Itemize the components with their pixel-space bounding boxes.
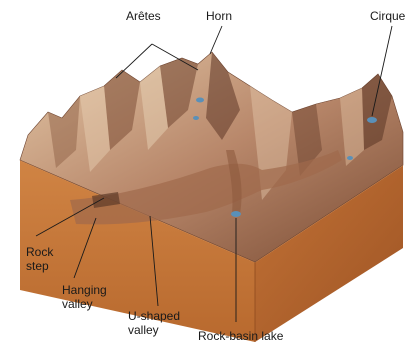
label-rock-basin-lake: Rock-basin lake [198, 329, 284, 343]
tarn-lake-2 [193, 116, 199, 120]
label-u-shaped-line2: valley [128, 323, 159, 337]
tarn-lake-3 [347, 156, 353, 160]
label-hanging-valley-line1: Hanging [62, 283, 107, 297]
cirque-lake [367, 117, 377, 123]
label-rock-step-line2: step [26, 259, 49, 273]
label-rock-step-line1: Rock [26, 245, 54, 259]
aretes-leader-1 [116, 44, 152, 78]
label-aretes: Arêtes [126, 9, 161, 23]
label-u-shaped-line1: U-shaped [128, 309, 180, 323]
label-cirque: Cirque [370, 9, 406, 23]
tarn-lake [196, 98, 204, 103]
horn-leader [210, 26, 222, 54]
rock-basin-lake [231, 211, 241, 217]
label-horn: Horn [206, 9, 232, 23]
label-hanging-valley-line2: valley [62, 297, 93, 311]
